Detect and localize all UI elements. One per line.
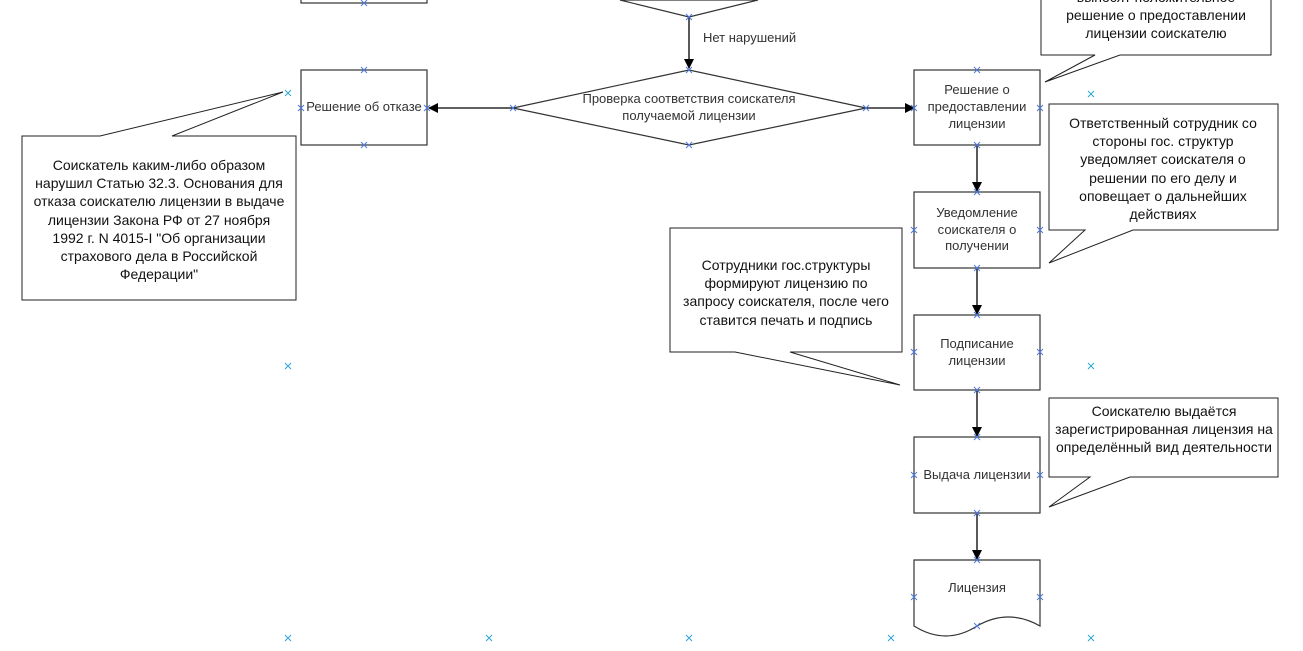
note-refusal-callout[interactable] (21, 91, 297, 301)
refusal-node-label: Решение об отказе (306, 99, 422, 115)
note-refusal-text: Соискатель каким-либо образом нарушил Ст… (33, 157, 285, 283)
check-node-label: Проверка соответствия соискателя получае… (582, 91, 796, 123)
note-top-right-text: выносят положительное решение о предоста… (1066, 0, 1246, 42)
note-notify-callout[interactable] (1048, 103, 1279, 264)
note-signing-callout[interactable] (669, 227, 903, 386)
note-issuance-callout[interactable] (1048, 397, 1279, 508)
license-node-label: Лицензия (948, 579, 1006, 595)
grant-node-label: Решение о предоставлении лицензии (927, 82, 1027, 131)
note-notify-text: Ответственный сотрудник со стороны гос. … (1069, 115, 1257, 222)
note-issuance-text: Соискателю выдаётся зарегистрированная л… (1055, 403, 1273, 456)
note-top-right-callout[interactable] (1040, 0, 1272, 83)
note-signing-text: Сотрудники гос.структуры формируют лицен… (683, 257, 889, 328)
issuance-box[interactable] (913, 436, 1041, 514)
edge-label-no-violations: Нет нарушений (703, 30, 797, 45)
signing-node-label: Подписание лицензии (940, 335, 1014, 368)
grid-markers (284, 89, 1095, 642)
signing-box[interactable] (913, 314, 1041, 391)
connection-markers (297, 0, 1044, 630)
grant-decision-box[interactable] (913, 69, 1041, 146)
refusal-box[interactable] (300, 69, 428, 146)
notify-node-label: Уведомление соискателя о получении (936, 204, 1018, 254)
offscreen-diamond-top[interactable] (619, 0, 759, 18)
issuance-node-label: Выдача лицензии (923, 466, 1031, 482)
